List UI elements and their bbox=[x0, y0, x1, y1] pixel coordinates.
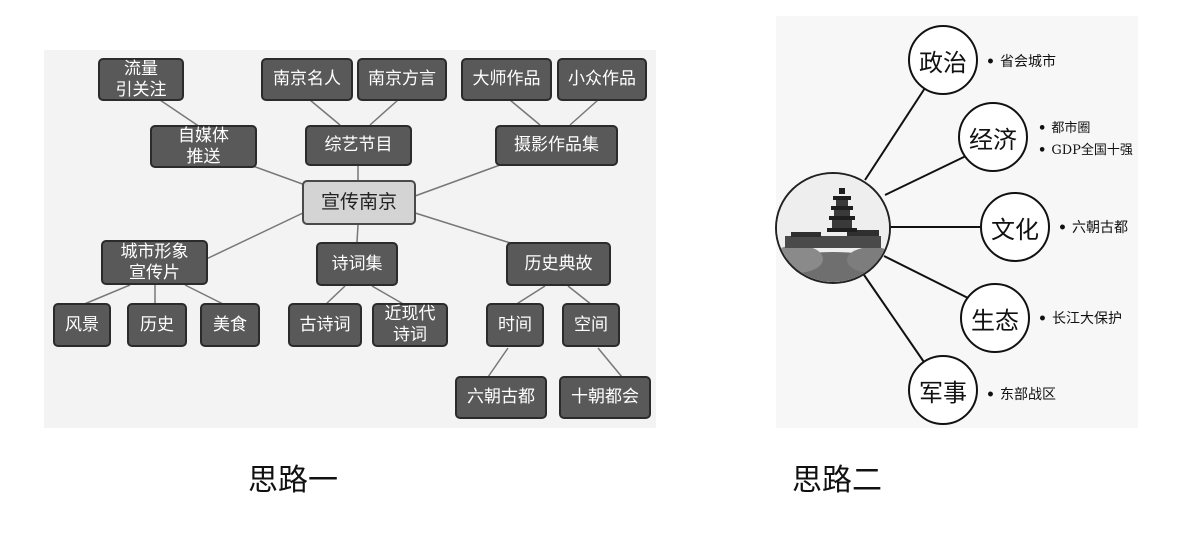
node-niche-works: 小众作品 bbox=[557, 58, 647, 101]
pagoda-icon bbox=[777, 174, 889, 282]
note-text: 都市圈 bbox=[1051, 121, 1091, 136]
node-food: 美食 bbox=[200, 303, 260, 347]
note-text: GDP全国十强 bbox=[1051, 143, 1133, 158]
node-six-dynasties-capital: 六朝古都 bbox=[455, 376, 547, 419]
hub-nanjing-pagoda-image bbox=[775, 172, 891, 284]
connector-line bbox=[883, 255, 969, 299]
node-modern-poetry: 近现代 诗词 bbox=[372, 303, 448, 347]
topic-circle-culture: 文化 bbox=[980, 192, 1050, 262]
note-text: 长江大保护 bbox=[1051, 311, 1122, 327]
note-economy-2: •GDP全国十强 bbox=[1038, 143, 1133, 158]
connector-line bbox=[371, 285, 406, 306]
topic-circle-economy: 经济 bbox=[958, 102, 1028, 172]
connector-line bbox=[487, 347, 509, 378]
node-master-works: 大师作品 bbox=[461, 58, 552, 101]
connector-line bbox=[324, 285, 346, 306]
center-node-promote-nanjing: 宣传南京 bbox=[302, 180, 416, 225]
note-culture: •六朝古都 bbox=[1058, 220, 1128, 236]
node-ten-dynasties-capital: 十朝都会 bbox=[559, 376, 651, 419]
node-we-media: 自媒体 推送 bbox=[150, 125, 257, 168]
caption-idea-one: 思路一 bbox=[248, 463, 338, 498]
node-ancient-poetry: 古诗词 bbox=[288, 303, 362, 347]
connector-line bbox=[81, 284, 131, 306]
connector-line bbox=[414, 164, 501, 197]
node-historical-allusions: 历史典故 bbox=[506, 242, 611, 286]
connector-line bbox=[411, 211, 521, 247]
connector-line bbox=[509, 99, 541, 126]
connector-line bbox=[309, 99, 341, 126]
connector-line bbox=[861, 271, 927, 366]
node-photo-collection: 摄影作品集 bbox=[495, 125, 618, 166]
connector-line bbox=[597, 347, 623, 378]
note-text: 东部战区 bbox=[999, 387, 1056, 403]
connector-line bbox=[199, 211, 306, 263]
note-text: 六朝古都 bbox=[1071, 220, 1128, 236]
node-nanjing-dialect: 南京方言 bbox=[357, 58, 447, 101]
connector-line bbox=[567, 285, 593, 306]
topic-circle-ecology: 生态 bbox=[960, 283, 1030, 353]
node-space: 空间 bbox=[562, 303, 620, 347]
node-time: 时间 bbox=[486, 303, 544, 347]
node-history: 历史 bbox=[127, 303, 187, 347]
connector-line bbox=[184, 284, 226, 306]
node-nanjing-celebrities: 南京名人 bbox=[261, 58, 353, 101]
node-variety-show: 综艺节目 bbox=[305, 125, 412, 166]
connector-line bbox=[864, 87, 926, 181]
connector-line bbox=[884, 154, 969, 196]
note-military: •东部战区 bbox=[986, 387, 1056, 403]
node-traffic-attention: 流量 引关注 bbox=[98, 58, 184, 101]
note-economy-1: •都市圈 bbox=[1038, 121, 1091, 136]
note-politics: •省会城市 bbox=[986, 54, 1056, 70]
node-poetry-collection: 诗词集 bbox=[316, 242, 398, 286]
connector-line bbox=[159, 99, 201, 128]
node-scenery: 风景 bbox=[53, 303, 111, 347]
note-text: 省会城市 bbox=[999, 54, 1056, 70]
mindmap-1-background bbox=[44, 50, 656, 428]
node-city-image-film: 城市形象 宣传片 bbox=[101, 240, 208, 285]
connector-line bbox=[356, 224, 359, 243]
topic-circle-politics: 政治 bbox=[908, 25, 978, 95]
note-ecology: •长江大保护 bbox=[1038, 311, 1122, 327]
connector-line bbox=[369, 99, 399, 126]
caption-idea-two: 思路二 bbox=[792, 463, 882, 498]
topic-circle-military: 军事 bbox=[908, 355, 978, 425]
connector-line bbox=[514, 285, 546, 306]
connector-line bbox=[569, 99, 599, 126]
